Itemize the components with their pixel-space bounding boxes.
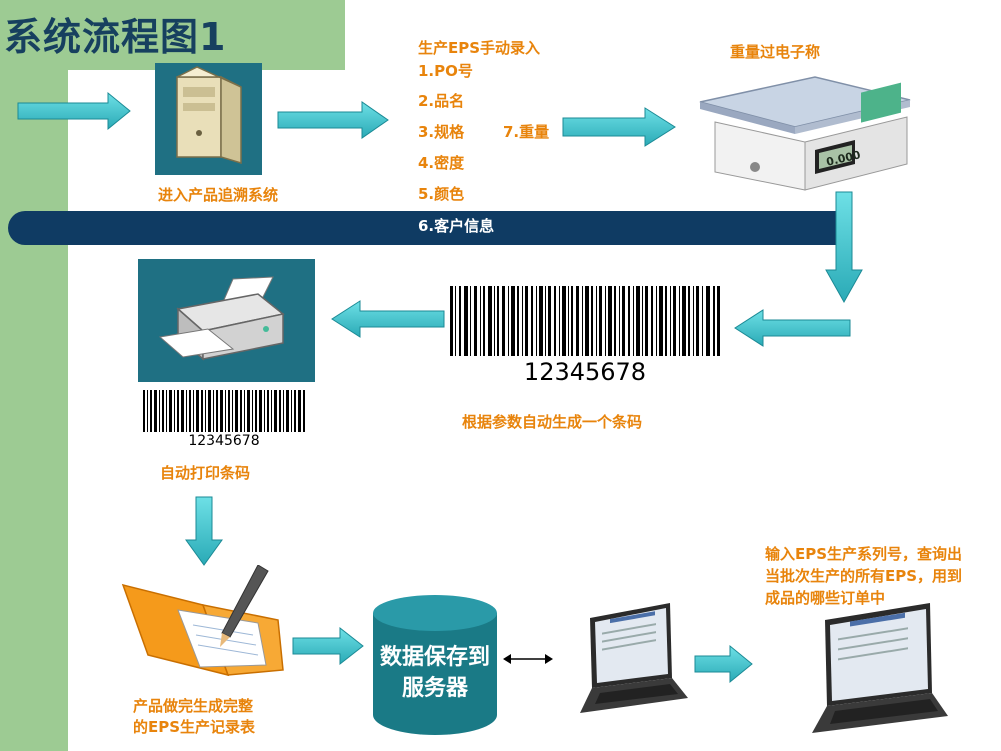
auto-print-label: 自动打印条码 [160, 464, 251, 482]
arrow-down-print [185, 496, 223, 566]
small-barcode-icon: 12345678 [143, 390, 305, 450]
manual-entry-heading: 生产EPS手动录入 [418, 39, 541, 57]
server-label-line2: 服务器 [401, 676, 468, 701]
enter-system-label: 进入产品追溯系统 [158, 186, 279, 204]
green-header-band [0, 0, 345, 70]
arrow-left-barcode [734, 309, 851, 347]
laptop-icon [560, 598, 690, 718]
record-sheet-line1: 产品做完生成完整 [133, 697, 254, 715]
query-line2: 当批次生产的所有EPS，用到 [765, 567, 963, 585]
field-weight: 7.重量 [503, 123, 550, 141]
arrow-between-laptops [694, 644, 753, 684]
field-customer: 6.客户信息 [418, 217, 495, 235]
weighing-scale-icon: 0.000 [695, 72, 917, 197]
record-sheet-line2: 的EPS生产记录表 [133, 718, 256, 736]
double-arrow-icon [503, 652, 553, 666]
arrow-to-entry [277, 101, 389, 139]
barcode-number-large: 12345678 [523, 358, 647, 386]
green-sidebar-band [0, 0, 68, 751]
server-label-line1: 数据保存到 [379, 645, 490, 670]
query-line3: 成品的哪些订单中 [765, 589, 886, 607]
process-bar [8, 211, 848, 245]
computer-tower-icon [155, 63, 262, 175]
barcode-icon: 12345678 [450, 286, 720, 386]
printer-icon [138, 259, 315, 382]
page-title: 系统流程图1 [4, 15, 227, 59]
database-cylinder-icon: 数据保存到 服务器 [370, 593, 500, 738]
field-name: 2.品名 [418, 92, 465, 110]
auto-barcode-label: 根据参数自动生成一个条码 [462, 413, 643, 431]
scale-label: 重量过电子称 [730, 43, 821, 61]
field-density: 4.密度 [418, 154, 465, 172]
arrow-entry [17, 91, 131, 131]
notebook-pencil-icon [118, 565, 288, 685]
field-spec: 3.规格 [418, 123, 465, 141]
field-color: 5.颜色 [418, 185, 465, 203]
query-line1: 输入EPS生产系列号，查询出 [765, 545, 963, 563]
arrow-down-scale [825, 191, 863, 304]
field-po: 1.PO号 [418, 62, 473, 80]
laptop-icon [790, 598, 950, 738]
barcode-number-small: 12345678 [188, 433, 260, 449]
arrow-to-server [292, 626, 364, 666]
arrow-to-scale [562, 107, 676, 147]
arrow-left-printer [331, 300, 445, 338]
